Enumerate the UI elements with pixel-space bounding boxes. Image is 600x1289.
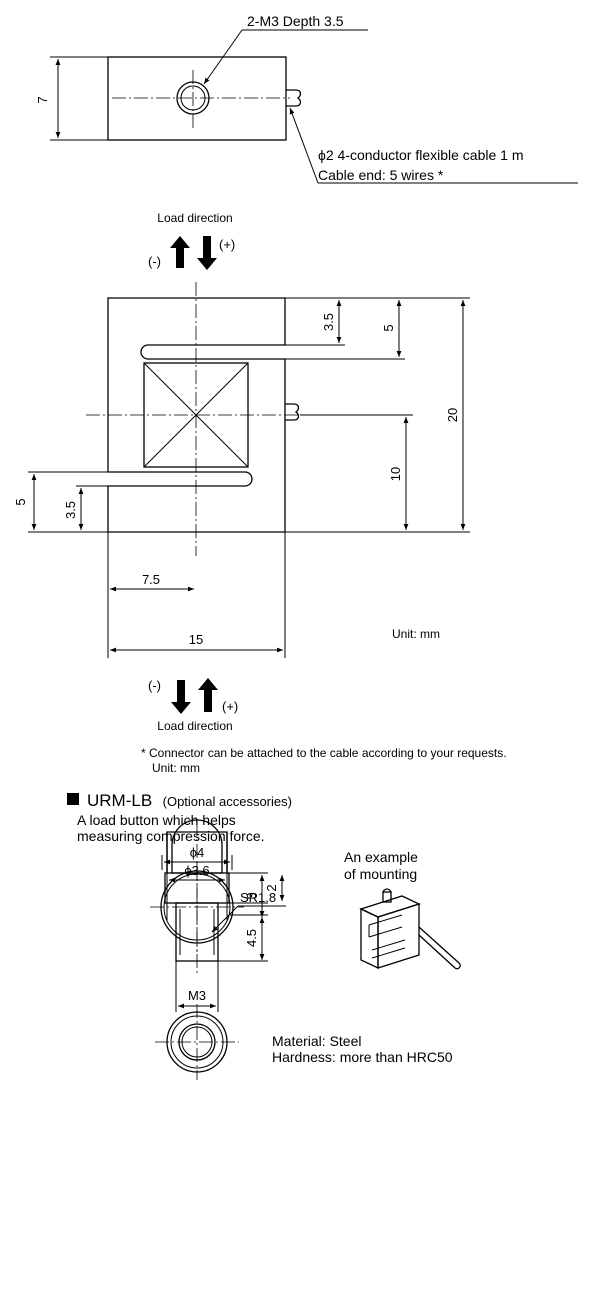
notes-unit: Unit: mm xyxy=(152,761,200,775)
cable-end-label: Cable end: 5 wires * xyxy=(318,167,444,183)
load-direction-label-bottom: Load direction xyxy=(157,719,232,733)
accessory-model: URM-LB xyxy=(87,791,152,810)
dome xyxy=(171,819,223,874)
dim-width: 15 xyxy=(189,632,203,647)
dim-collar-height: 2 xyxy=(264,884,279,891)
load-button-drawing: ϕ4 ϕ3.6 SR1.8 3 2 4.5 M3 xyxy=(150,819,286,1080)
cell-side-face xyxy=(360,907,379,970)
arrow-down-icon xyxy=(171,680,191,714)
dim-thread-length: 4.5 xyxy=(244,929,259,947)
top-view: 7 2-M3 Depth 3.5 ϕ2 4-conductor flexible… xyxy=(35,13,578,184)
cell-front-face xyxy=(377,903,420,969)
hole-label: 2-M3 Depth 3.5 xyxy=(247,13,344,29)
cable-label: ϕ2 4-conductor flexible cable 1 m xyxy=(318,147,524,163)
mounting-label-1: An example xyxy=(344,849,418,865)
mounting-cable xyxy=(418,926,460,969)
minus-label-bottom: (-) xyxy=(148,678,161,693)
unit-label: Unit: mm xyxy=(392,627,440,641)
dim-total-height: 20 xyxy=(445,408,460,422)
plus-label-bottom: (+) xyxy=(222,699,238,714)
svg-text:URM-LB (Optional accesso: URM-LB (Optional accessories) xyxy=(87,791,292,810)
front-view: 3.5 5 10 20 5 3.5 7.5 15 Unit: mm xyxy=(13,282,470,658)
dim-slot-upper-inner: 3.5 xyxy=(321,313,336,331)
threaded-hole xyxy=(176,81,210,115)
accessory-desc-1: A load button which helps xyxy=(77,812,236,828)
connector-note: * Connector can be attached to the cable… xyxy=(141,746,507,760)
arrow-up-icon xyxy=(170,236,190,268)
square-bullet-icon xyxy=(67,793,79,805)
dim-outer-dia: ϕ4 xyxy=(190,845,205,860)
accessory-qualifier: (Optional accessories) xyxy=(163,794,292,809)
material-notes: Material: Steel Hardness: more than HRC5… xyxy=(272,1033,453,1065)
dim-thread: M3 xyxy=(188,988,206,1003)
dim-radius: SR1.8 xyxy=(240,890,276,905)
dim-slot-lower-inner: 3.5 xyxy=(63,501,78,519)
accessory-header: URM-LB (Optional accessories) A load but… xyxy=(67,791,292,844)
dim-lower-to-center: 10 xyxy=(388,467,403,481)
cable-stub-front xyxy=(285,403,300,421)
dim-slot-upper-outer: 5 xyxy=(381,324,396,331)
arrow-down-icon xyxy=(197,236,217,270)
plus-label: (+) xyxy=(219,237,235,252)
dim-slot-lower-outer: 5 xyxy=(13,498,28,505)
load-direction-bottom: (-) (+) Load direction xyxy=(148,678,238,733)
mounting-label-2: of mounting xyxy=(344,866,417,882)
dim-half-width: 7.5 xyxy=(142,572,160,587)
hardness-label: Hardness: more than HRC50 xyxy=(272,1049,453,1065)
load-direction-top: Load direction (-) (+) xyxy=(148,211,235,270)
material-label: Material: Steel xyxy=(272,1033,361,1049)
load-direction-label: Load direction xyxy=(157,211,232,225)
arrow-up-icon xyxy=(198,678,218,712)
height-dim-label: 7 xyxy=(35,96,50,103)
minus-label: (-) xyxy=(148,254,161,269)
dim-inner-dia: ϕ3.6 xyxy=(184,863,209,878)
dim-dome-height: 3 xyxy=(244,892,259,899)
top-view-body xyxy=(107,56,287,141)
notes: * Connector can be attached to the cable… xyxy=(141,746,507,775)
accessory-desc-2: measuring compression force. xyxy=(77,828,265,844)
cable-stub xyxy=(286,89,302,107)
mounting-example: An example of mounting xyxy=(344,849,461,970)
mounted-load-button xyxy=(382,891,392,903)
